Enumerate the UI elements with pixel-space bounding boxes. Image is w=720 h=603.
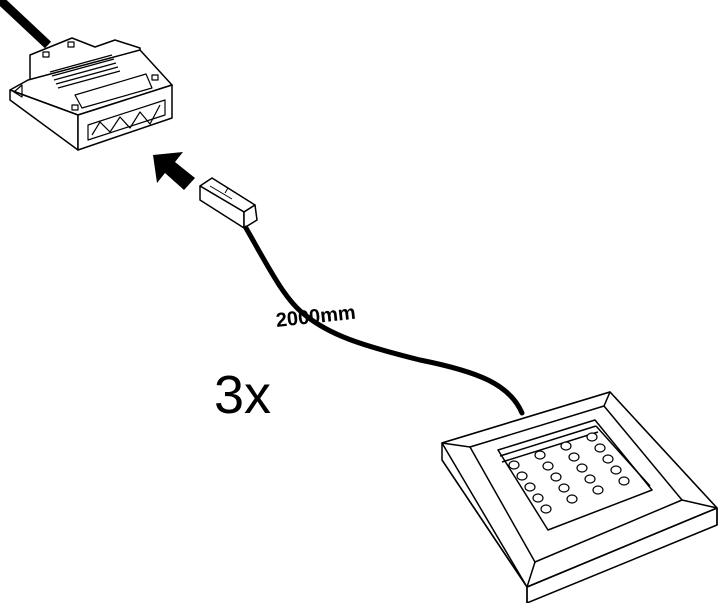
led — [584, 474, 596, 484]
led-spotlight — [441, 391, 718, 603]
led — [560, 441, 572, 451]
led — [558, 483, 570, 493]
distributor-connector — [0, 0, 173, 151]
led — [594, 443, 606, 453]
led — [550, 472, 562, 482]
led — [602, 454, 614, 464]
led — [516, 471, 528, 481]
led — [576, 463, 588, 473]
insertion-arrow — [153, 152, 195, 190]
plug — [199, 177, 258, 229]
led — [532, 493, 544, 503]
led — [592, 485, 604, 495]
led — [618, 476, 630, 486]
led — [542, 461, 554, 471]
led — [534, 450, 546, 460]
led — [524, 482, 536, 492]
led — [566, 494, 578, 504]
quantity-label: 3x — [214, 365, 272, 425]
led — [568, 452, 580, 462]
led — [540, 504, 552, 514]
cable — [243, 225, 525, 416]
led — [610, 465, 622, 475]
led — [508, 460, 520, 470]
led — [586, 432, 598, 442]
